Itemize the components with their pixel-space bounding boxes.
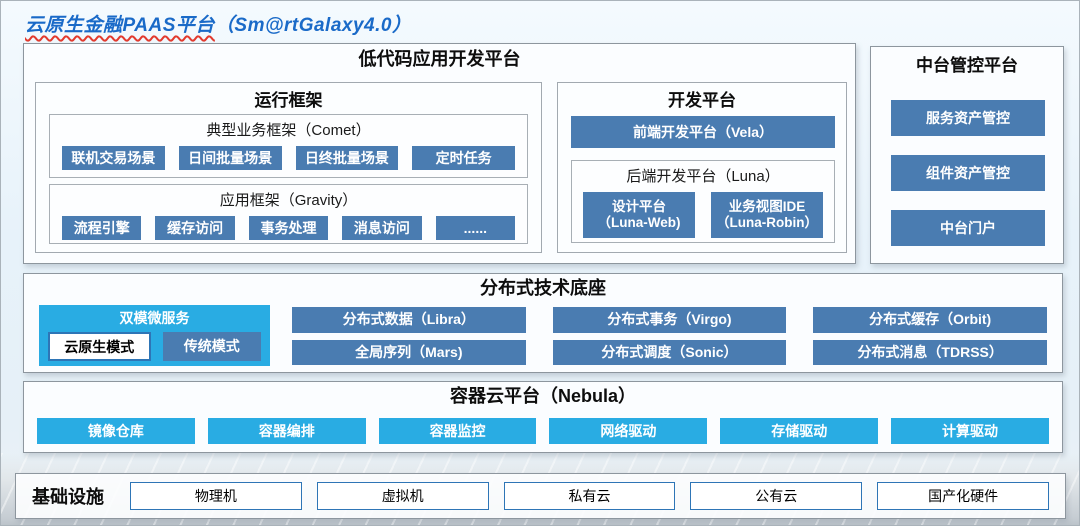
distributed-button: 分布式事务（Virgo) [552,307,787,333]
comet-button: 日终批量场景 [295,146,399,170]
low-code-platform-title: 低代码应用开发平台 [358,49,521,69]
dual-mode-title: 双模微服务 [119,310,190,326]
dual-mode-button-row: 云原生模式 传统模式 [48,332,261,361]
runtime-framework-box: 运行框架 典型业务框架（Comet） 联机交易场景 日间批量场景 日终批量场景 … [35,82,542,253]
gravity-button: 事务处理 [248,216,329,240]
comet-button: 定时任务 [412,146,515,170]
container-cloud-title: 容器云平台（Nebula） [449,386,636,406]
luna-backend-box: 后端开发平台（Luna） 设计平台 （Luna-Web) 业务视图IDE （Lu… [571,160,835,243]
gravity-button-row: 流程引擎 缓存访问 事务处理 消息访问 ...... [62,216,516,240]
comet-framework-title: 典型业务框架（Comet） [206,122,371,139]
gravity-button: 缓存访问 [155,216,235,240]
infrastructure-button: 物理机 [130,482,302,510]
comet-framework-box: 典型业务框架（Comet） 联机交易场景 日间批量场景 日终批量场景 定时任务 [49,114,528,178]
traditional-mode-button: 传统模式 [162,332,261,361]
distributed-base-panel: 分布式技术底座 双模微服务 云原生模式 传统模式 分布式数据（Libra） 分布… [23,273,1063,373]
container-cloud-panel: 容器云平台（Nebula） 镜像仓库 容器编排 容器监控 网络驱动 存储驱动 计… [23,381,1063,453]
container-cloud-button: 容器监控 [378,418,537,444]
page-title-suffix: （Sm@rtGalaxy4.0） [214,15,412,36]
infrastructure-label: 基础设施 [32,487,104,507]
infrastructure-button: 私有云 [503,482,676,510]
infrastructure-bar: 基础设施 物理机 虚拟机 私有云 公有云 国产化硬件 [15,473,1066,519]
governance-button: 组件资产管控 [891,155,1045,191]
infrastructure-button: 虚拟机 [316,482,489,510]
container-cloud-button: 容器编排 [207,418,366,444]
container-cloud-button: 存储驱动 [720,418,879,444]
page-title-main: 云原生金融PAAS平台 [25,15,215,36]
luna-robin-button-line2: （Luna-Robin） [716,215,818,230]
distributed-button: 分布式缓存（Orbit) [813,307,1047,333]
luna-web-button-line1: 设计平台 [612,198,666,214]
container-cloud-button: 镜像仓库 [37,418,195,444]
container-cloud-button: 计算驱动 [891,418,1049,444]
luna-robin-button-line1: 业务视图IDE [728,198,806,214]
luna-robin-button: 业务视图IDE （Luna-Robin） [711,192,823,238]
luna-web-button-line2: （Luna-Web) [597,215,681,230]
low-code-platform-panel: 低代码应用开发平台 运行框架 典型业务框架（Comet） 联机交易场景 日间批量… [23,43,856,264]
distributed-button: 分布式调度（Sonic） [552,339,787,365]
governance-button: 中台门户 [891,210,1045,246]
gravity-button: 流程引擎 [62,216,142,240]
gravity-framework-box: 应用框架（Gravity） 流程引擎 缓存访问 事务处理 消息访问 ...... [49,184,528,244]
luna-button-row: 设计平台 （Luna-Web) 业务视图IDE （Luna-Robin） [583,192,823,238]
vela-frontend-button: 前端开发平台（Vela） [571,116,835,148]
distributed-button: 分布式消息（TDRSS） [813,339,1047,365]
gravity-framework-title: 应用框架（Gravity） [219,192,358,209]
distributed-button: 分布式数据（Libra） [292,307,526,333]
governance-title: 中台管控平台 [916,56,1018,75]
runtime-framework-title: 运行框架 [254,91,323,110]
infrastructure-button: 公有云 [690,482,863,510]
page-title: 云原生金融PAAS平台（Sm@rtGalaxy4.0） [25,10,411,37]
luna-backend-title: 后端开发平台（Luna） [626,168,780,185]
comet-button-row: 联机交易场景 日间批量场景 日终批量场景 定时任务 [62,146,515,170]
cloud-native-mode-button: 云原生模式 [48,332,151,361]
luna-web-button: 设计平台 （Luna-Web) [583,192,695,238]
comet-button: 联机交易场景 [62,146,165,170]
container-cloud-button-row: 镜像仓库 容器编排 容器监控 网络驱动 存储驱动 计算驱动 [37,418,1049,444]
distributed-button: 全局序列（Mars) [292,339,526,365]
distributed-base-title: 分布式技术底座 [480,278,606,298]
governance-button: 服务资产管控 [891,100,1045,136]
governance-panel: 中台管控平台 服务资产管控 组件资产管控 中台门户 [870,46,1064,264]
comet-button: 日间批量场景 [178,146,282,170]
container-cloud-button: 网络驱动 [549,418,708,444]
infrastructure-button-row: 物理机 虚拟机 私有云 公有云 国产化硬件 [130,482,1049,510]
dev-platform-box: 开发平台 前端开发平台（Vela） 后端开发平台（Luna） 设计平台 （Lun… [557,82,847,253]
dual-mode-microservice-box: 双模微服务 云原生模式 传统模式 [39,305,270,366]
infrastructure-button: 国产化硬件 [877,482,1049,510]
distributed-button-grid: 分布式数据（Libra） 分布式事务（Virgo) 分布式缓存（Orbit) 全… [292,307,1047,365]
dev-platform-title: 开发平台 [668,91,736,110]
gravity-button: 消息访问 [342,216,422,240]
gravity-button: ...... [435,216,516,240]
